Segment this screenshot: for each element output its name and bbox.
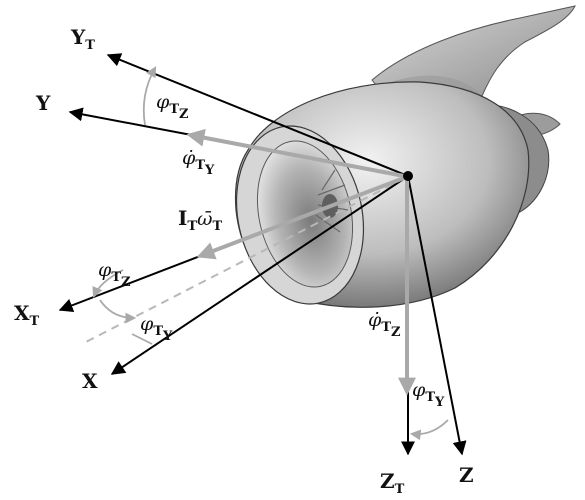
label-x: X [82,369,98,393]
label-y: Y [35,91,51,115]
label-xt: XT [14,301,40,329]
reference-dashed-line [81,177,406,345]
label-phi-tz-left: φTZ [98,259,131,290]
axis-x [110,175,409,375]
axis-yt [106,53,409,177]
label-z: Z [459,463,474,487]
label-zt: ZT [380,469,405,497]
label-phi-tz-top: φTZ [156,91,189,122]
grey-vectors [186,128,416,396]
arc-phi-ty-bottom [409,419,449,441]
angle-arcs [92,66,449,441]
vector-i-omega [196,176,405,260]
label-phidot-ty: φ̇TY [182,147,215,178]
label-phi-ty-left: φTY [140,313,173,344]
arc-phi-ty-left-2 [131,333,153,345]
label-phi-ty-bottom: φTY [412,379,445,410]
vector-phidot-ty [186,128,405,178]
label-phidot-tz: φ̇TZ [368,309,401,340]
arc-phi-ty-left [99,299,137,324]
jet-engine-illustration [234,5,576,308]
arc-phi-tz-left [92,269,124,298]
label-i-omega: ITω̄T [178,206,223,234]
label-yt: YT [70,25,95,53]
arc-phi-tz-top [142,66,157,126]
axis-z [407,175,467,456]
origin-point [403,171,413,181]
